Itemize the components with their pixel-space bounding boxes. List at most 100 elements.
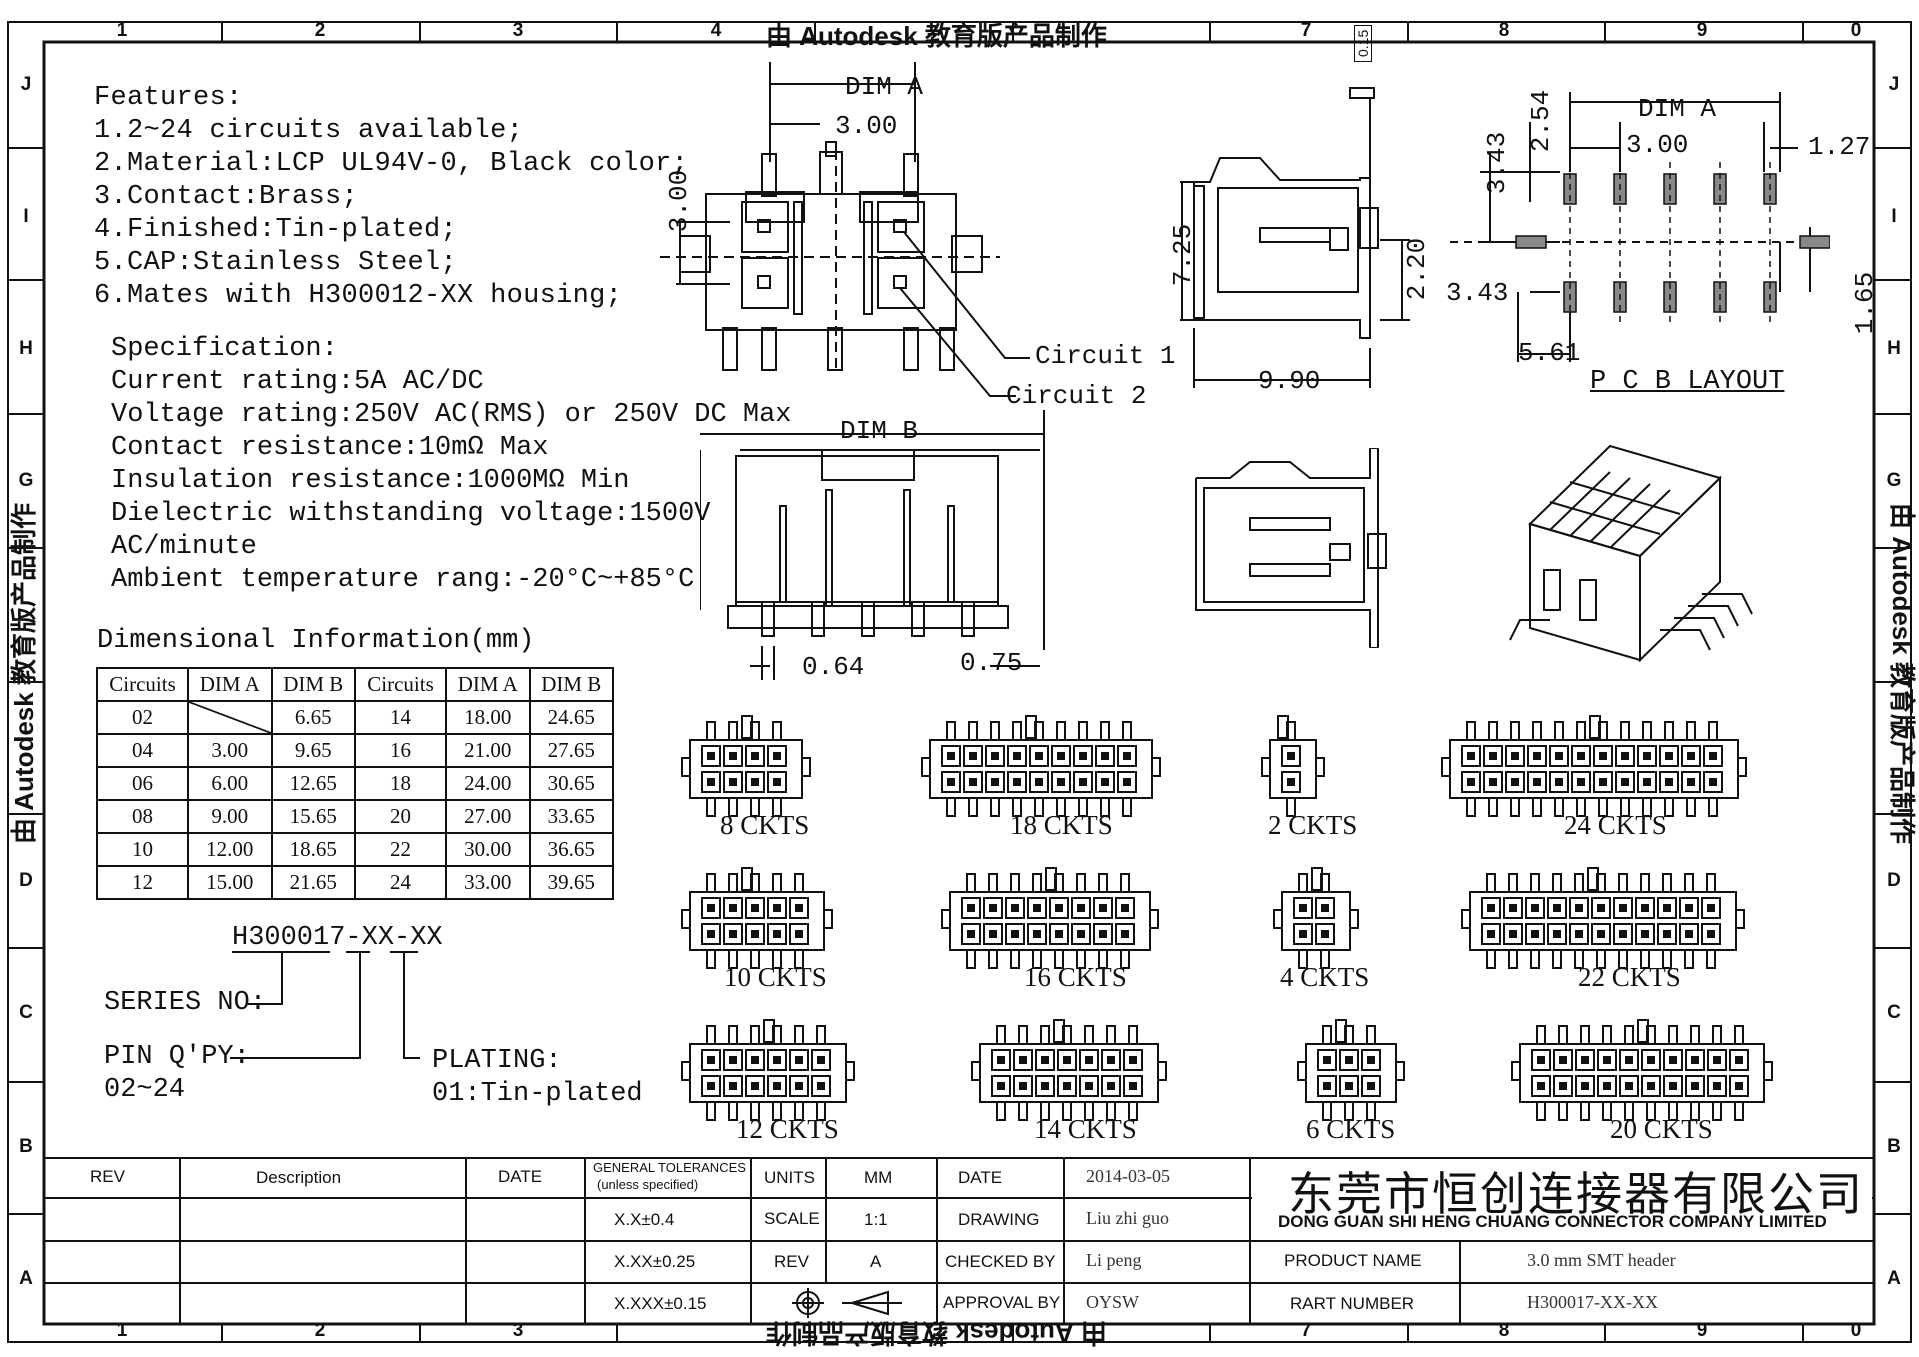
variant-footprint [1261, 715, 1325, 817]
variant-footprint [971, 1019, 1167, 1121]
units-value: MM [864, 1168, 893, 1187]
table-cell: 18.00 [445, 700, 531, 735]
zone-col-8-bottom: 8 [1498, 1320, 1510, 1341]
zone-col-8: 8 [1498, 20, 1510, 41]
table-cell: 24 [353, 865, 448, 900]
pcb-561-label: 5.61 [1518, 338, 1581, 368]
front-view-drawing [700, 410, 1045, 680]
variant-footprint [1461, 867, 1745, 969]
table-row: 12 15.00 21.65 24 33.00 39.65 [95, 865, 615, 900]
zone-col-1-bottom: 1 [116, 1320, 128, 1341]
table-cell: 6.00 [187, 766, 273, 801]
specification-block: Specification: Current rating:5A AC/DC V… [111, 333, 792, 597]
rev-header: REV [90, 1167, 125, 1186]
pcb-127-label: 1.27 [1808, 132, 1871, 162]
table-cell: 3.00 [187, 733, 273, 768]
table-cell: 18.65 [270, 832, 356, 867]
zone-col-2-bottom: 2 [314, 1320, 326, 1341]
projection-symbol-icon [792, 1288, 902, 1318]
spec-item: AC/minute [111, 532, 257, 562]
spec-item: Current rating:5A AC/DC [111, 367, 484, 397]
variant-label-2: 2 CKTS [1268, 810, 1358, 840]
general-tolerances-note: (unless specified) [597, 1177, 699, 1192]
dim-990-label: 9.90 [1258, 366, 1321, 396]
scale-label: SCALE [764, 1209, 820, 1228]
table-cell: 22 [353, 832, 448, 867]
table-cell: 6.65 [270, 700, 356, 735]
checked-by-value: Li peng [1086, 1250, 1142, 1270]
variants-drawing [681, 715, 1773, 1121]
header-cell: DIM B [270, 667, 356, 702]
table-row: 02 6.65 14 18.00 24.65 [95, 700, 615, 735]
table-cell-slashed [187, 700, 273, 735]
checked-by-label: CHECKED BY [945, 1252, 1056, 1271]
header-cell: Circuits [95, 667, 190, 702]
zone-row-a-right: A [1887, 1268, 1901, 1289]
features-heading: Features: [94, 83, 243, 113]
table-row: 04 3.00 9.65 16 21.00 27.65 [95, 733, 615, 768]
pin-range: 02~24 [104, 1075, 186, 1105]
feature-item: 2.Material:LCP UL94V-0, Black color; [94, 149, 689, 179]
rev-label: REV [774, 1252, 809, 1271]
features-block: Features: 1.2~24 circuits available; 2.M… [94, 82, 688, 313]
table-header-row: Circuits DIM A DIM B Circuits DIM A DIM … [95, 667, 615, 702]
part-number-label: RART NUMBER [1290, 1294, 1415, 1313]
spec-item: Ambient temperature rang:-20°C~+85°C [111, 565, 695, 595]
zone-row-h-right: H [1887, 338, 1901, 359]
zone-row-c-right: C [1887, 1002, 1901, 1023]
scale-value: 1:1 [864, 1210, 888, 1229]
variant-footprint [681, 715, 811, 817]
plating-label: PLATING: [432, 1046, 562, 1076]
company-area [1252, 1160, 1872, 1239]
pin-qty-label: PIN Q'PY: [104, 1042, 250, 1072]
pcb-300-label: 3.00 [1626, 130, 1689, 160]
table-cell: 33.00 [445, 865, 531, 900]
plating-value: 01:Tin-plated [432, 1079, 643, 1109]
company-name-cn: 东莞市恒创连接器有限公司 [1288, 1167, 1864, 1221]
feature-item: 4.Finished:Tin-plated; [94, 215, 458, 245]
table-cell: 30.00 [445, 832, 531, 867]
zone-col-1: 1 [116, 20, 128, 41]
rev-value: A [870, 1252, 882, 1271]
zone-col-7-bottom: 7 [1300, 1320, 1312, 1341]
units-label: UNITS [764, 1168, 815, 1187]
zone-row-b-right: B [1887, 1136, 1901, 1157]
table-cell: 27.00 [445, 799, 531, 834]
table-cell: 33.65 [528, 799, 615, 834]
table-row: 06 6.00 12.65 18 24.00 30.65 [95, 766, 615, 801]
dim-info-table: Circuits DIM A DIM B Circuits DIM A DIM … [95, 667, 615, 900]
table-cell: 9.65 [270, 733, 356, 768]
table-cell: 36.65 [528, 832, 615, 867]
table-cell: 04 [95, 733, 190, 768]
variant-label-12: 12 CKTS [736, 1114, 839, 1144]
header-cell: DIM B [528, 667, 615, 702]
product-name-label: PRODUCT NAME [1284, 1251, 1422, 1270]
spec-item: Voltage rating:250V AC(RMS) or 250V DC M… [111, 400, 792, 430]
spec-item: Insulation resistance:1000MΩ Min [111, 466, 630, 496]
dim-info-heading: Dimensional Information(mm) [97, 626, 535, 656]
zone-row-d: D [19, 870, 33, 891]
table-cell: 21.00 [445, 733, 531, 768]
tolerance-1: X.X±0.4 [614, 1210, 675, 1229]
pcb-343b-label: 3.43 [1446, 278, 1509, 308]
feature-item: 3.Contact:Brass; [94, 182, 359, 212]
zone-col-3: 3 [512, 20, 524, 41]
table-cell: 24.00 [445, 766, 531, 801]
date-value: 2014-03-05 [1086, 1166, 1170, 1186]
general-tolerances-label: GENERAL TOLERANCES [593, 1160, 746, 1175]
description-header: Description [256, 1168, 342, 1187]
zone-col-7: 7 [1300, 20, 1312, 41]
variant-label-14: 14 CKTS [1034, 1114, 1137, 1144]
zone-col-2: 2 [314, 20, 326, 41]
table-row: 10 12.00 18.65 22 30.00 36.65 [95, 832, 615, 867]
zone-row-j-right: J [1888, 74, 1900, 95]
spec-heading: Specification: [111, 334, 338, 364]
pcb-layout-title: P C B LAYOUT [1590, 367, 1785, 397]
tolerance-2: X.XX±0.25 [614, 1252, 696, 1271]
table-cell: 9.00 [187, 799, 273, 834]
zone-col-0-bottom: 0 [1850, 1320, 1862, 1341]
dim-300-label: 3.00 [835, 111, 898, 141]
zone-row-a: A [19, 1268, 33, 1289]
zone-row-g-right: G [1886, 470, 1902, 491]
